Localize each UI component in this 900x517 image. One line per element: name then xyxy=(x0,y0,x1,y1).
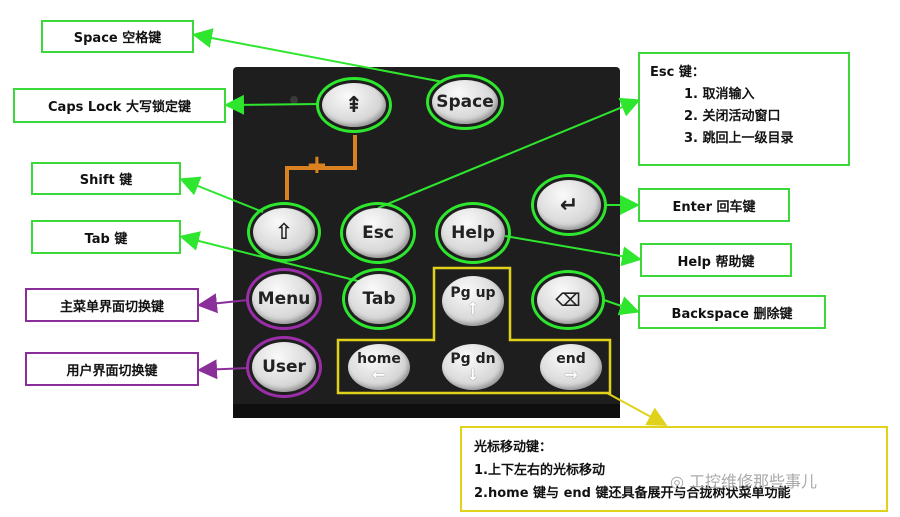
page-up-key-label: Pg up xyxy=(450,285,496,301)
caps-lock-indicator-led xyxy=(290,96,298,104)
arrow-down-icon: ↓ xyxy=(466,365,480,384)
help-key-callout: Help 帮助键 xyxy=(640,243,792,277)
end-key[interactable]: end → xyxy=(540,344,602,390)
esc-callout-item: 1. 取消输入 xyxy=(684,87,755,102)
backspace-key-highlight xyxy=(531,270,605,330)
arrow-left-icon: ← xyxy=(372,365,386,384)
cursor-callout-title: 光标移动键： xyxy=(474,440,553,455)
tab-key-callout: Tab 键 xyxy=(31,220,181,254)
enter-key-callout: Enter 回车键 xyxy=(638,188,790,222)
home-key[interactable]: home ← xyxy=(348,344,410,390)
esc-callout-title: Esc 键： xyxy=(650,65,705,80)
watermark: ◎ 工控维修那些事儿 xyxy=(670,468,817,492)
end-key-label: end xyxy=(556,351,586,367)
caps-lock-key-highlight xyxy=(316,77,392,133)
help-key-highlight xyxy=(435,202,511,264)
esc-callout-item: 2. 关闭活动窗口 xyxy=(684,109,781,124)
enter-key-highlight xyxy=(531,174,607,236)
page-down-key[interactable]: Pg dn ↓ xyxy=(442,344,504,390)
esc-callout-item: 3. 跳回上一级目录 xyxy=(684,131,794,146)
cursor-callout-item: 1.上下左右的光标移动 xyxy=(474,463,605,478)
caps-lock-key-callout: Caps Lock 大写锁定键 xyxy=(13,88,226,123)
space-key-highlight xyxy=(426,74,504,130)
arrow-up-icon: ↑ xyxy=(466,299,480,318)
esc-key-highlight xyxy=(340,202,416,264)
watermark-text: 工控维修那些事儿 xyxy=(689,472,818,491)
shift-key-callout: Shift 键 xyxy=(31,162,181,195)
combo-plus-sign: + xyxy=(306,150,328,180)
home-key-label: home xyxy=(357,351,401,367)
arrow-right-icon: → xyxy=(564,365,578,384)
user-key-highlight xyxy=(246,336,322,398)
menu-key-highlight xyxy=(246,268,322,330)
page-up-key[interactable]: Pg up ↑ xyxy=(442,276,504,326)
menu-key-callout: 主菜单界面切换键 xyxy=(25,288,199,322)
cursor-callout-item: 2.home 键与 end 键还具备展开与合拢树状菜单功能 xyxy=(474,486,791,501)
keypad-panel-edge xyxy=(233,404,620,418)
space-key-callout: Space 空格键 xyxy=(41,20,194,53)
cursor-keys-callout: 光标移动键： 1.上下左右的光标移动 2.home 键与 end 键还具备展开与… xyxy=(460,426,888,512)
esc-key-callout: Esc 键： 1. 取消输入 2. 关闭活动窗口 3. 跳回上一级目录 xyxy=(638,52,850,166)
shift-key-highlight xyxy=(247,202,321,262)
user-key-callout: 用户界面切换键 xyxy=(25,352,199,386)
backspace-key-callout: Backspace 删除键 xyxy=(638,295,826,329)
wechat-icon: ◎ xyxy=(670,472,690,491)
page-down-key-label: Pg dn xyxy=(450,351,496,367)
tab-key-highlight xyxy=(342,268,416,330)
